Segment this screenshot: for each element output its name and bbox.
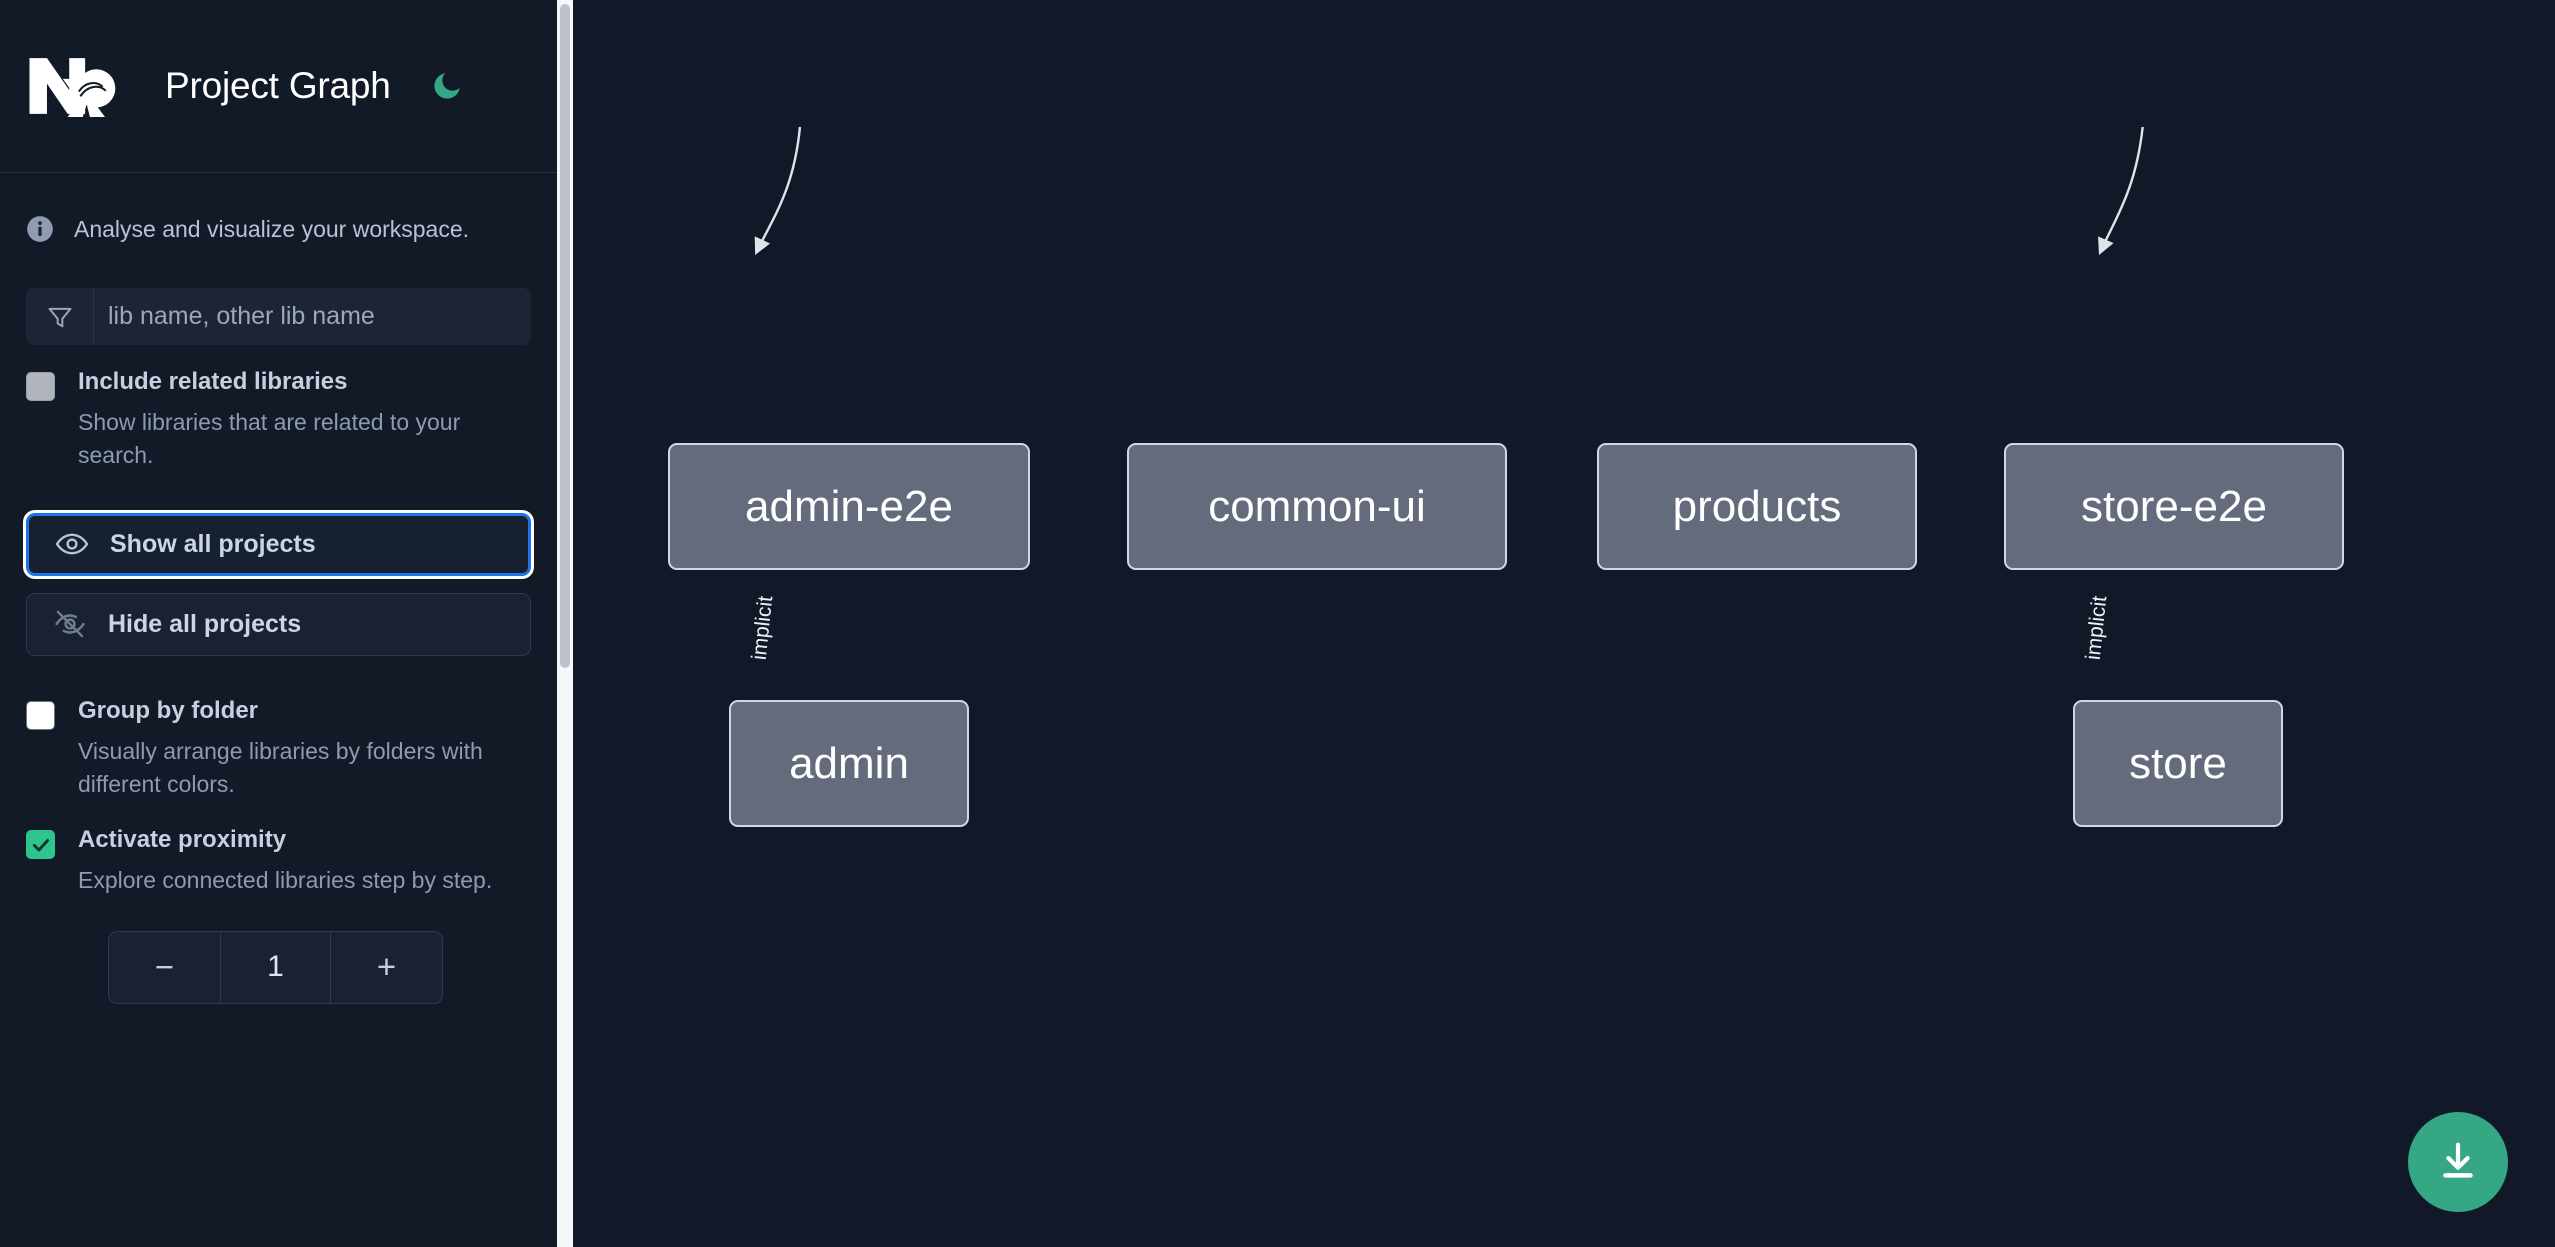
graph-node-admin-e2e[interactable]: admin-e2e [668,443,1030,570]
graph-node-label: products [1672,481,1842,531]
filter-section [0,243,557,345]
sidebar-scrollbar[interactable] [557,0,573,1247]
project-visibility-buttons: Show all projects Hide all projects [0,473,557,656]
project-graph-canvas[interactable]: admin-e2e common-ui products store-e2e a… [557,0,2555,1247]
workspace-description: Analyse and visualize your workspace. [0,173,557,243]
filter-input[interactable] [94,288,531,345]
hide-all-projects-label: Hide all projects [108,609,302,638]
graph-edge-label-store-e2e-to-store: implicit [2081,594,2112,662]
graph-node-label: admin [789,738,909,788]
graph-node-label: admin-e2e [745,481,953,531]
activate-proximity-label: Activate proximity [78,826,287,854]
activate-proximity-checkbox[interactable] [26,830,55,860]
group-by-folder-description: Visually arrange libraries by folders wi… [78,737,483,798]
proximity-value: 1 [220,931,331,1003]
include-related-libraries-label: Include related libraries [78,368,348,395]
proximity-stepper-wrap: − 1 + [0,898,557,1004]
graph-edges [754,126,2144,256]
graph-node-store-e2e[interactable]: store-e2e [2004,443,2344,570]
proximity-increment-button[interactable]: + [376,948,397,986]
include-related-libraries-description: Show libraries that are related to your … [78,409,461,469]
workspace-description-text: Analyse and visualize your workspace. [74,215,470,242]
option-include-related-libraries[interactable]: Include related libraries Show libraries… [0,345,557,473]
proximity-stepper: − 1 + [108,930,443,1004]
filter-box[interactable] [26,288,531,345]
download-icon [2435,1138,2481,1187]
proximity-decrement-button[interactable]: − [154,948,175,986]
group-by-folder-checkbox[interactable] [26,700,55,730]
graph-node-store[interactable]: store [2073,700,2283,827]
page-title: Project Graph [165,65,391,106]
hide-all-projects-button[interactable]: Hide all projects [26,592,531,656]
graph-node-label: common-ui [1208,481,1426,531]
show-all-projects-button[interactable]: Show all projects [26,512,531,576]
graph-node-common-ui[interactable]: common-ui [1127,443,1507,570]
show-all-projects-label: Show all projects [110,529,316,558]
eye-off-icon [53,607,87,641]
graph-edge-label-admin-e2e-to-admin: implicit [747,594,778,662]
nx-logo-icon [26,55,122,117]
graph-node-label: store-e2e [2081,481,2267,531]
sidebar: Project Graph Analyse and visualize your… [0,0,557,1247]
eye-icon [55,527,89,561]
sidebar-scrollbar-thumb[interactable] [560,4,570,668]
download-graph-button[interactable] [2408,1112,2508,1212]
graph-node-products[interactable]: products [1597,443,1917,570]
sidebar-header: Project Graph [0,0,557,173]
include-related-libraries-checkbox[interactable] [26,372,55,401]
filter-funnel-icon [26,288,94,345]
moon-icon[interactable] [425,64,469,108]
activate-proximity-description: Explore connected libraries step by step… [78,867,493,894]
group-by-folder-label: Group by folder [78,696,258,724]
option-group-by-folder[interactable]: Group by folder Visually arrange librari… [0,656,557,802]
graph-node-admin[interactable]: admin [729,700,969,827]
option-activate-proximity[interactable]: Activate proximity Explore connected lib… [0,801,557,897]
info-icon [26,215,54,243]
check-icon [32,838,49,852]
graph-node-label: store [2129,738,2227,788]
